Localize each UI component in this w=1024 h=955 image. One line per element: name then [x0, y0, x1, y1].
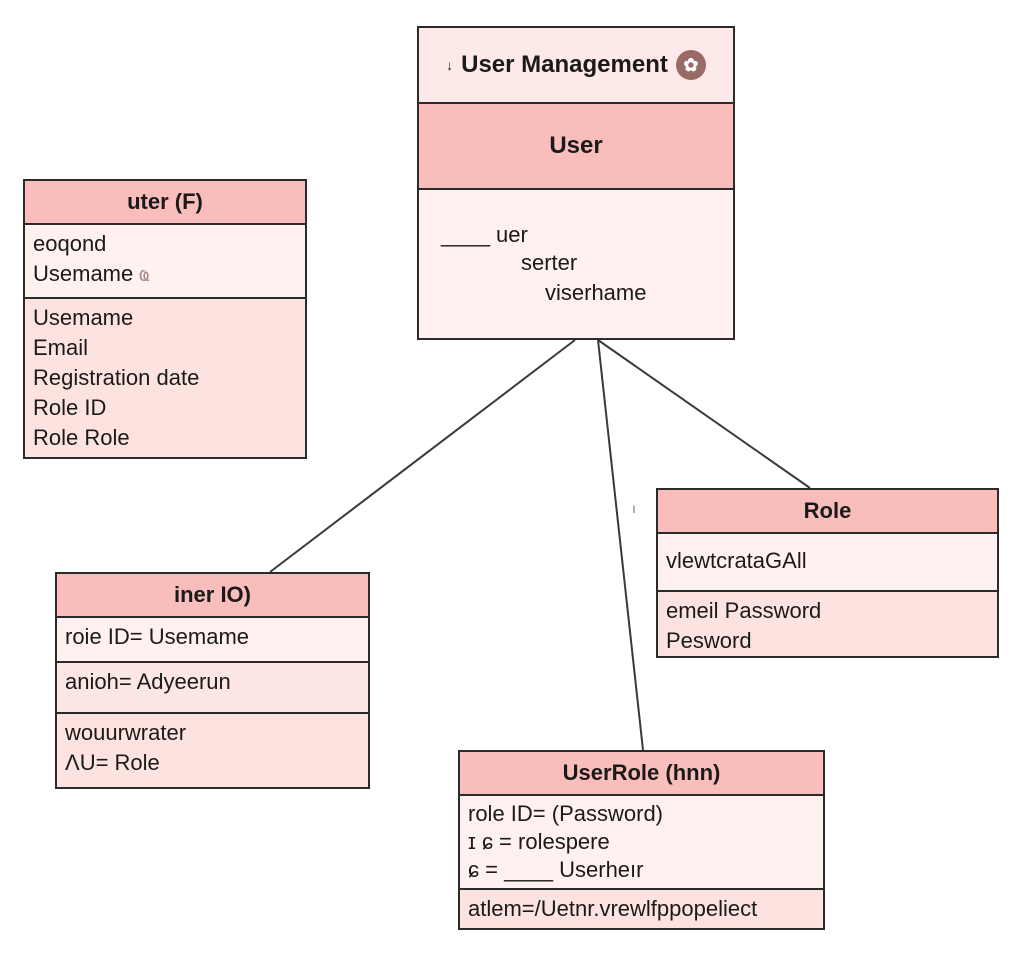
faint-glyph-icon: ҩ [139, 264, 150, 286]
iner-section-a: roie ID= Usemame [57, 616, 368, 661]
user-class-name: User [549, 132, 603, 159]
title-prefix-glyph: ↓ [446, 57, 454, 73]
stray-mark: ı [632, 500, 636, 516]
attribute-line: role ID= (Password) [468, 801, 664, 826]
attribute-line: wouurwrater [65, 720, 187, 745]
attribute-line: serter [521, 250, 578, 275]
uter-class-header: uter (F) [25, 181, 305, 223]
userrole-class-box[interactable]: UserRole (hnn) role ID= (Password) ɪ ɕ =… [458, 750, 825, 930]
attribute-line: emeil Password [666, 598, 822, 623]
attribute-line: roie ID= Usemame [65, 624, 250, 649]
attribute-line: atlem=/Uetnr.vrewlfppopeliect [468, 896, 758, 921]
userrole-class-title: UserRole (hnn) [562, 760, 721, 785]
connector-module-to-iner [269, 339, 576, 573]
connector-module-to-userrole [597, 339, 644, 751]
uter-class-title: uter (F) [127, 189, 203, 214]
iner-section-b: anioh= Adyeerun [57, 661, 368, 712]
gear-icon[interactable]: ✿ [675, 50, 706, 80]
attribute-line: Email [33, 335, 89, 360]
attribute-line: Usemame [33, 305, 134, 330]
user-class-attributes: ____ uer serter viserhame [419, 188, 733, 338]
iner-class-header: iner IO) [57, 574, 368, 616]
attribute-line: anioh= Adyeerun [65, 669, 231, 694]
uter-attributes-section: Usemame Email Registration date Role ID … [25, 297, 305, 457]
iner-class-box[interactable]: iner IO) roie ID= Usemame anioh= Adyeeru… [55, 572, 370, 789]
module-title-bar: ↓ User Management ✿ [419, 28, 733, 102]
role-section-a: vlewtcrataGAll [658, 532, 997, 590]
attribute-line: Registration date [33, 365, 200, 390]
attribute-line: ɕ = ____ Userheır [468, 857, 644, 882]
connector-module-to-role [597, 339, 811, 489]
attribute-line: ɪ ɕ = rolespere [468, 829, 610, 854]
user-management-module[interactable]: ↓ User Management ✿ User ____ uer serter… [417, 26, 735, 340]
role-class-title: Role [803, 498, 852, 523]
attribute-line: vlewtcrataGAll [666, 548, 807, 573]
role-class-header: Role [658, 490, 997, 532]
iner-class-title: iner IO) [173, 582, 251, 607]
attribute-line: Pesword [666, 628, 752, 653]
attribute-line: eoqond [33, 231, 107, 256]
role-section-b: emeil Password Pesword [658, 590, 997, 656]
attribute-line: viserhame [545, 280, 647, 305]
attribute-line: ____ uer [441, 222, 528, 247]
userrole-class-header: UserRole (hnn) [460, 752, 823, 794]
role-class-box[interactable]: Role vlewtcrataGAll emeil Password Peswo… [656, 488, 999, 658]
userrole-section-b: atlem=/Uetnr.vrewlfppopeliect [460, 888, 823, 928]
attribute-line: Role ID [33, 395, 107, 420]
user-class-header: User [419, 102, 733, 188]
userrole-section-a: role ID= (Password) ɪ ɕ = rolespere ɕ = … [460, 794, 823, 888]
module-title: User Management [461, 51, 668, 78]
attribute-line: ΛU= Role [65, 750, 160, 775]
iner-section-c: wouurwrater ΛU= Role [57, 712, 368, 787]
attribute-line: Role Role [33, 425, 130, 450]
